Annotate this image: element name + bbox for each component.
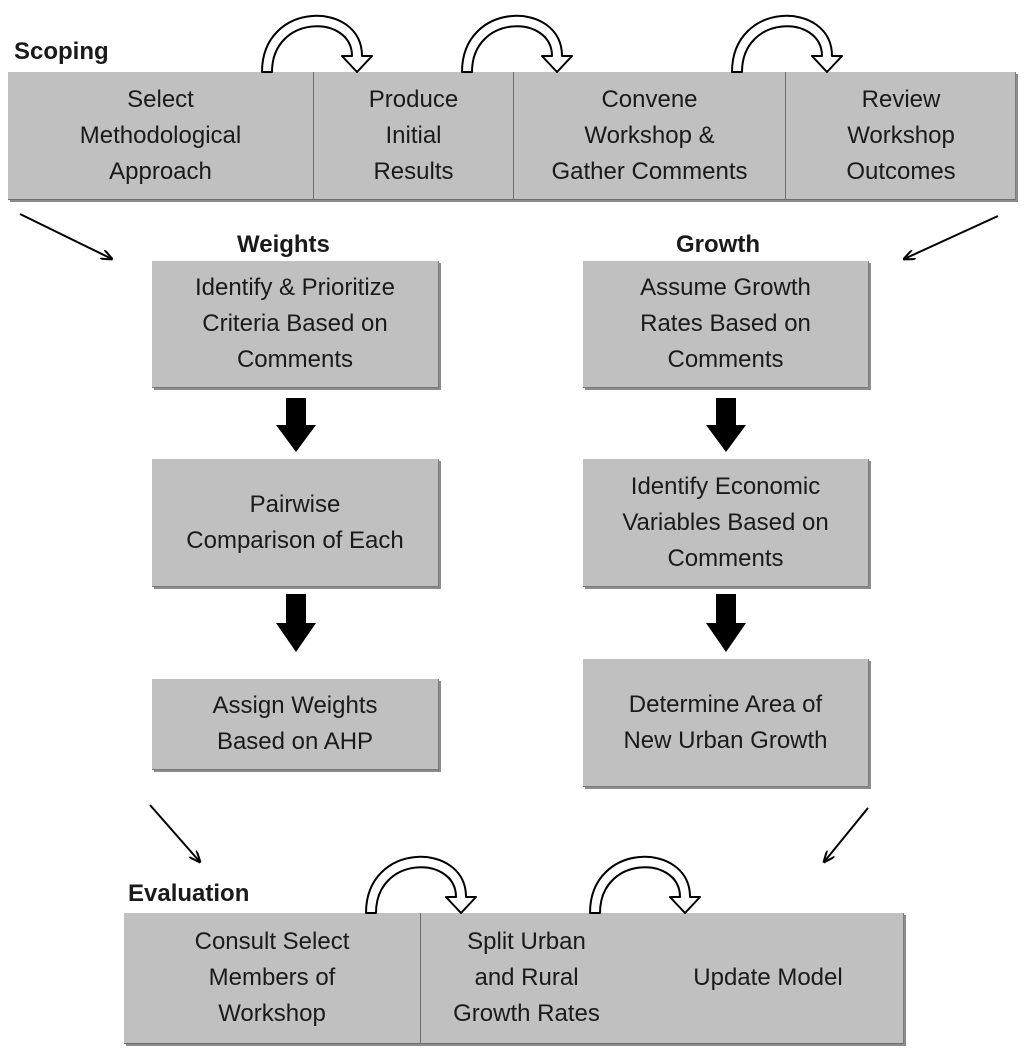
loop-arrow-icon [365,855,477,914]
weights-step-pairwise-comparison: Pairwise Comparison of Each [152,459,439,587]
scoping-row: Select Methodological Approach Produce I… [8,72,1016,200]
evaluation-step-update-model: Update Model [693,964,843,991]
evaluation-heading: Evaluation [128,880,250,907]
weights-step-identify-criteria: Identify & Prioritize Criteria Based on … [152,261,439,388]
loop-arrow-icon [589,855,701,914]
down-arrow-icon [706,594,746,652]
diagonal-arrow-icon [19,213,112,259]
growth-step-determine-area: Determine Area of New Urban Growth [583,659,869,787]
evaluation-step-split-rates: Split Urban and Rural Growth Rates [420,913,632,1043]
loop-arrow-icon [731,14,843,73]
down-arrow-icon [276,594,316,652]
growth-step-assume-rates: Assume Growth Rates Based on Comments [583,261,869,388]
scoping-heading: Scoping [14,38,109,65]
growth-step-identify-variables: Identify Economic Variables Based on Com… [583,459,869,587]
scoping-step-produce-results: Produce Initial Results [313,72,513,199]
scoping-step-select-approach: Select Methodological Approach [79,85,242,185]
evaluation-row: Consult Select Members of Workshop Split… [124,913,904,1044]
growth-heading: Growth [676,231,760,258]
diagonal-arrow-icon [149,804,200,862]
evaluation-step-consult-members: Consult Select Members of Workshop [194,928,350,1027]
weights-heading: Weights [237,231,330,258]
scoping-step-review-outcomes: Review Workshop Outcomes [785,72,1016,199]
diagonal-arrow-icon [904,215,999,259]
weights-step-assign-weights: Assign Weights Based on AHP [152,679,439,770]
loop-arrow-icon [261,14,373,73]
scoping-step-convene-workshop: Convene Workshop & Gather Comments [513,72,785,199]
diagonal-arrow-icon [824,807,869,862]
loop-arrow-icon [461,14,573,73]
down-arrow-icon [276,398,316,452]
down-arrow-icon [706,398,746,452]
